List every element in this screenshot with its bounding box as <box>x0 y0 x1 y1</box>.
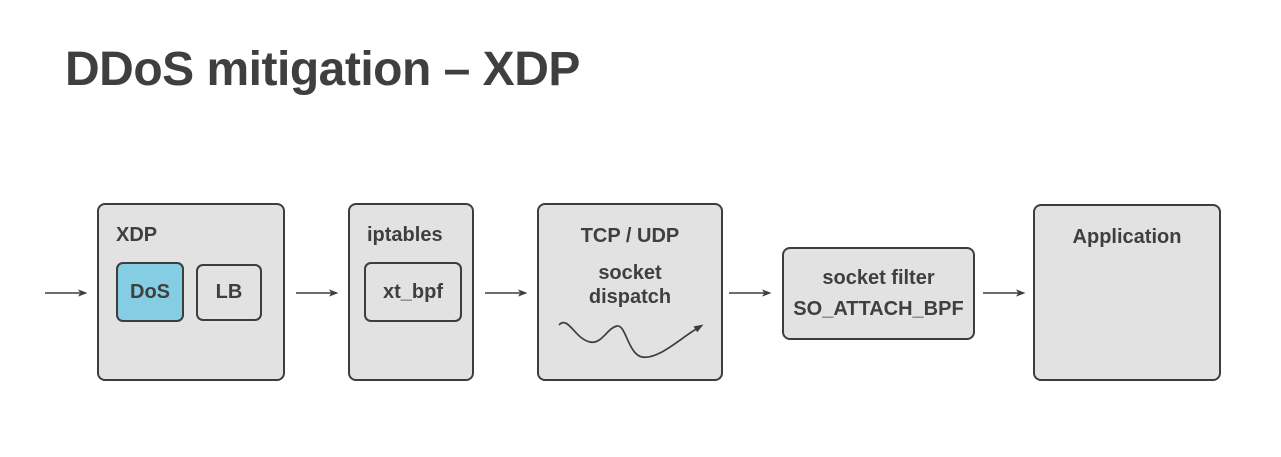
node-socket-filter-label: socket filter SO_ATTACH_BPF <box>784 249 973 338</box>
flow-arrow-icon <box>485 289 528 297</box>
socket-dispatch-line1: socket <box>598 262 662 284</box>
squiggle-arrow-icon <box>558 321 704 358</box>
socket-filter-line2: SO_ATTACH_BPF <box>793 297 964 320</box>
node-lb-label: LB <box>215 281 243 303</box>
node-application-label: Application <box>1072 226 1182 248</box>
node-xt-bpf-label: xt_bpf <box>383 280 443 303</box>
node-tcp-udp: TCP / UDP socket dispatch <box>537 203 723 381</box>
node-xt-bpf: xt_bpf <box>364 262 462 322</box>
flow-arrow-icon <box>45 289 88 297</box>
socket-filter-line1: socket filter <box>822 266 935 289</box>
node-tcp-udp-sublabel: socket dispatch <box>539 261 721 309</box>
flow-arrow-icon <box>296 289 339 297</box>
flow-arrow-icon <box>729 289 772 297</box>
node-application: Application <box>1033 204 1221 381</box>
node-xdp-label: XDP <box>116 224 158 246</box>
node-socket-filter: socket filter SO_ATTACH_BPF <box>782 247 975 340</box>
node-iptables-label: iptables <box>367 224 443 246</box>
node-tcp-udp-label: TCP / UDP <box>580 225 680 247</box>
node-dos: DoS <box>116 262 184 322</box>
page-title: DDoS mitigation – XDP <box>65 43 580 96</box>
flow-arrow-icon <box>983 289 1026 297</box>
node-dos-label: DoS <box>130 280 170 303</box>
socket-dispatch-line2: dispatch <box>588 286 672 308</box>
node-xdp: XDP DoS LB <box>97 203 285 381</box>
node-lb: LB <box>196 264 262 321</box>
node-iptables: iptables xt_bpf <box>348 203 474 381</box>
